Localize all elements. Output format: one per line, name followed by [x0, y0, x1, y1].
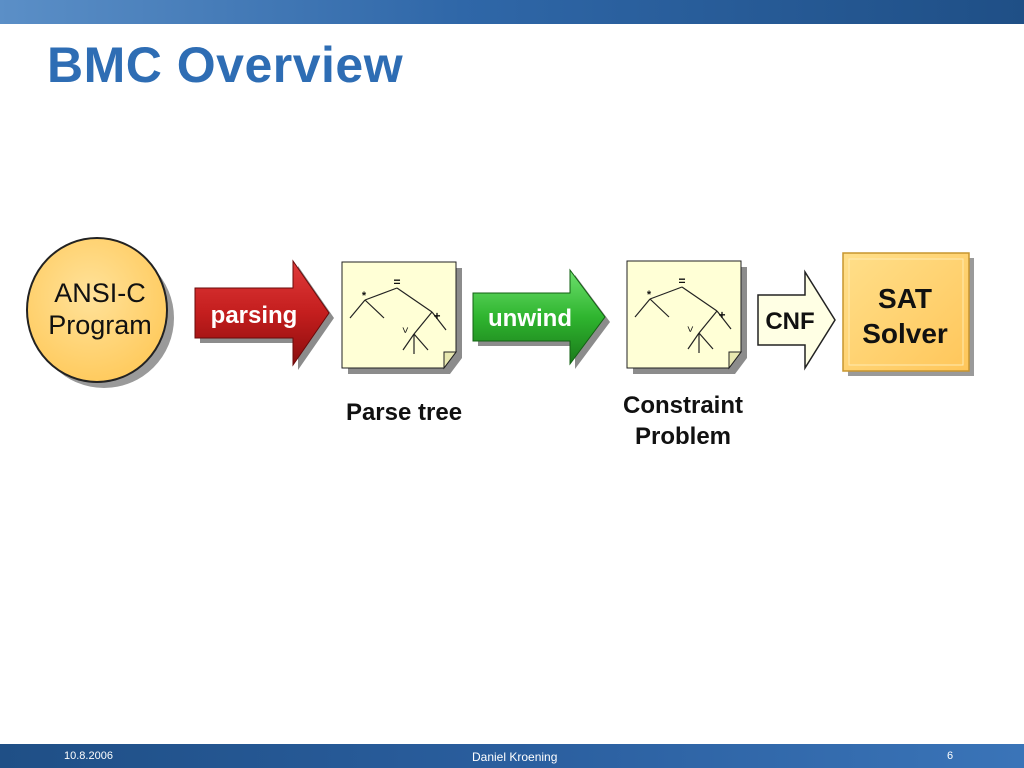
- source-program-node: ANSI-C Program: [26, 237, 174, 388]
- footer-page-number: 6: [947, 750, 954, 762]
- constraint-caption-line2: Problem: [635, 423, 731, 450]
- constraint-problem-note: = * + <: [626, 260, 747, 374]
- top-bar: [0, 0, 1024, 24]
- footer-author: Daniel Kroening: [472, 750, 558, 764]
- bmc-flow-diagram: ANSI-C Program parsing = * + < Parse tre…: [26, 237, 974, 450]
- constraint-mul-symbol: *: [647, 289, 652, 301]
- sat-solver-label-line2: Solver: [862, 318, 948, 349]
- cnf-arrow-label: CNF: [765, 308, 814, 335]
- parsing-arrow-shape: [194, 259, 330, 367]
- source-label-line2: Program: [48, 310, 152, 340]
- footer-bar: 10.8.2006 Daniel Kroening 6: [0, 744, 1024, 768]
- parse-tree-note-fold: [443, 351, 457, 370]
- parse-tree-drawing: [349, 287, 447, 354]
- sat-solver-box-bevel: [848, 258, 964, 366]
- constraint-plus-symbol: +: [718, 308, 725, 322]
- parse-tree-lt-symbol: <: [400, 327, 412, 333]
- parse-tree-caption: Parse tree: [346, 399, 462, 426]
- constraint-lt-symbol: <: [685, 326, 697, 332]
- unwind-arrow-label: unwind: [488, 305, 572, 332]
- slide-title: BMC Overview: [47, 37, 404, 93]
- cnf-arrow: CNF: [757, 269, 836, 371]
- constraint-caption-line1: Constraint: [623, 392, 743, 419]
- parse-tree-plus-symbol: +: [433, 309, 440, 323]
- unwind-arrow-shape: [472, 268, 606, 366]
- sat-solver-node: SAT Solver: [842, 252, 974, 376]
- parsing-arrow-label: parsing: [211, 302, 298, 329]
- parse-tree-mul-symbol: *: [362, 290, 367, 302]
- constraint-eq-symbol: =: [678, 274, 685, 288]
- parse-tree-eq-symbol: =: [393, 275, 400, 289]
- constraint-tree-drawing: [634, 286, 732, 353]
- sat-solver-label-line1: SAT: [878, 283, 932, 314]
- parsing-arrow: parsing: [194, 259, 334, 370]
- constraint-note-fold: [728, 351, 742, 370]
- footer-date: 10.8.2006: [64, 750, 113, 762]
- parse-tree-note: = * + <: [341, 261, 462, 374]
- sat-solver-box: [842, 252, 970, 372]
- unwind-arrow: unwind: [472, 268, 610, 369]
- source-circle: [26, 237, 168, 383]
- cnf-arrow-shape: [757, 269, 836, 371]
- source-label-line1: ANSI-C: [54, 278, 146, 308]
